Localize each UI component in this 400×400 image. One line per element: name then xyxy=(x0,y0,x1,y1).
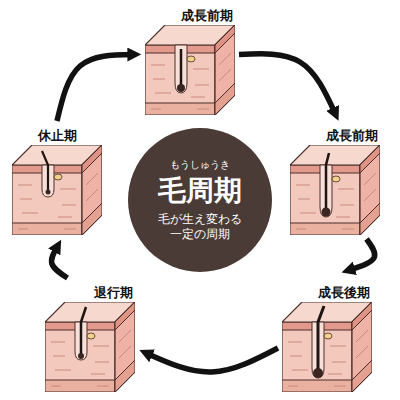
label-row: 退行期 xyxy=(45,282,135,302)
hair-shaft xyxy=(42,151,48,191)
hair-bulb xyxy=(46,190,51,195)
sebaceous-gland xyxy=(87,333,95,339)
hair-bulb xyxy=(313,368,323,378)
skin-block xyxy=(290,145,380,235)
label-row: 成長後期 xyxy=(282,282,372,302)
stage-label: 退行期 xyxy=(92,284,135,302)
skin-block xyxy=(12,145,102,235)
stage-label: 休止期 xyxy=(36,127,79,145)
label-row: 成長前期 xyxy=(145,5,235,25)
hair-bulb xyxy=(177,84,185,92)
hair-shaft xyxy=(180,49,183,87)
hair-bulb xyxy=(322,208,331,217)
skin-cube xyxy=(282,302,372,392)
hair-follicle xyxy=(175,45,187,93)
skin-cube xyxy=(12,145,102,235)
cycle-description: 毛が生え変わる 一定の周期 xyxy=(156,212,244,241)
stage-cube: 成長前期 xyxy=(145,5,235,115)
stage-cube: 成長後期 xyxy=(282,282,372,392)
hair-shaft xyxy=(326,153,329,211)
stage-cube: 退行期 xyxy=(45,282,135,392)
skin-cube xyxy=(45,302,135,392)
label-row: 成長前期 xyxy=(290,125,380,145)
skin-block xyxy=(282,302,372,392)
sebaceous-gland xyxy=(54,174,62,180)
skin-cube xyxy=(145,25,235,115)
hair-shaft xyxy=(318,306,324,372)
cycle-circle: もうしゅうき毛周期毛が生え変わる 一定の周期 xyxy=(128,128,272,272)
skin-block xyxy=(45,302,135,392)
hair-shaft xyxy=(81,307,86,356)
cycle-arrow xyxy=(350,239,375,270)
sebaceous-gland xyxy=(324,333,332,339)
furigana-text: もうしゅうき xyxy=(170,159,230,172)
stage-label: 成長前期 xyxy=(324,127,380,145)
cycle-arrow xyxy=(57,55,133,122)
stage-label: 成長後期 xyxy=(316,284,372,302)
stage-label: 成長前期 xyxy=(179,7,235,25)
circle-content: もうしゅうき毛周期毛が生え変わる 一定の周期 xyxy=(128,128,272,272)
cycle-title: 毛周期 xyxy=(158,173,242,208)
sebaceous-gland xyxy=(187,56,195,62)
circle-fill xyxy=(128,128,272,272)
sebaceous-gland xyxy=(332,176,340,182)
cycle-arrow xyxy=(147,348,278,372)
stage-cube: 休止期 xyxy=(12,125,102,235)
cycle-arrow xyxy=(52,247,68,278)
cycle-arrow xyxy=(239,54,335,113)
label-row: 休止期 xyxy=(12,125,102,145)
stage-cube: 成長前期 xyxy=(290,125,380,235)
hair-bulb xyxy=(78,353,84,359)
skin-cube xyxy=(290,145,380,235)
skin-block xyxy=(145,25,235,115)
